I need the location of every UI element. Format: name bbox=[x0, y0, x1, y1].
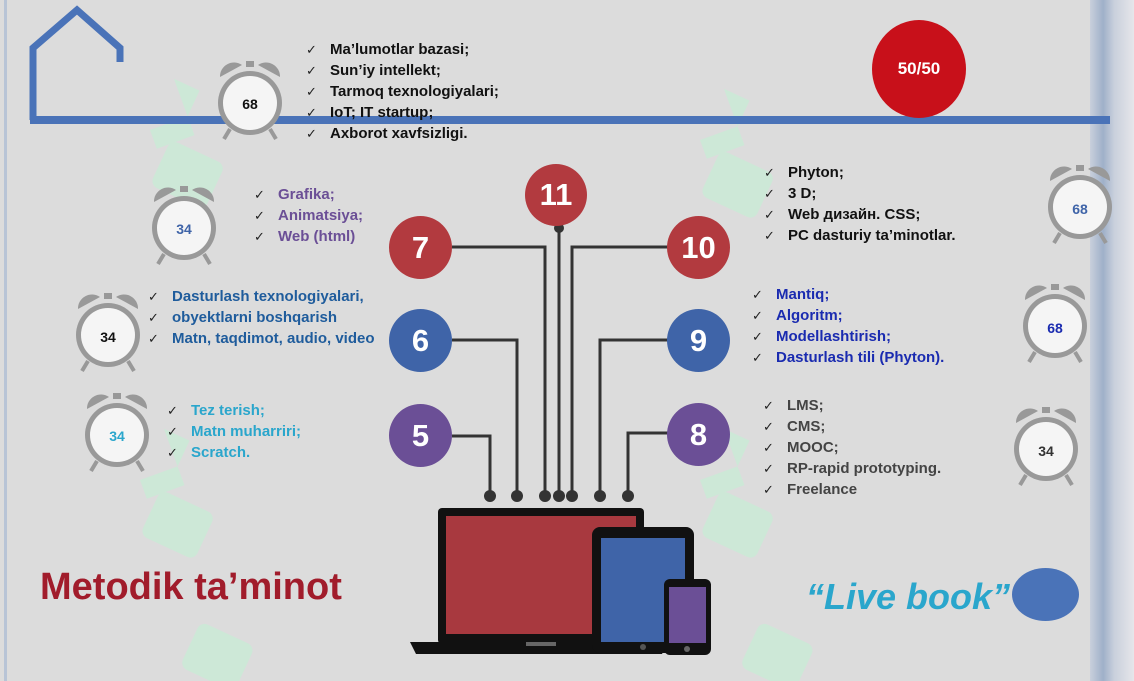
topic-list-phyton: Phyton; 3 D; Web дизайн. CSS; PC dasturi… bbox=[762, 162, 956, 246]
clock-value-6: 68 bbox=[1047, 320, 1063, 336]
list-item: Grafika; bbox=[252, 184, 363, 205]
list-item: 3 D; bbox=[762, 183, 956, 204]
node-6: 6 bbox=[389, 309, 452, 372]
list-item: CMS; bbox=[761, 416, 941, 437]
list-item: Freelance bbox=[761, 479, 941, 500]
list-item: Scratch. bbox=[165, 442, 301, 463]
node-10: 10 bbox=[667, 216, 730, 279]
clock-value-2: 34 bbox=[176, 221, 192, 237]
list-item: Animatsiya; bbox=[252, 205, 363, 226]
list-item: PC dasturiy ta’minotlar. bbox=[762, 225, 956, 246]
list-item: Web дизайн. CSS; bbox=[762, 204, 956, 225]
phone-icon bbox=[664, 579, 711, 655]
list-item: LMS; bbox=[761, 395, 941, 416]
wire-9 bbox=[598, 338, 668, 496]
list-item-continuation: obyektlarni boshqarish bbox=[146, 307, 375, 328]
wire-10 bbox=[570, 245, 668, 496]
node-5: 5 bbox=[389, 404, 452, 467]
list-item: Tez terish; bbox=[165, 400, 301, 421]
page-title: Metodik ta’minot bbox=[40, 566, 342, 608]
topic-list-dasturlash: Dasturlash texnologiyalari, obyektlarni … bbox=[146, 286, 375, 349]
clock-value-3: 34 bbox=[100, 329, 116, 345]
list-item: Algoritm; bbox=[750, 305, 944, 326]
clock-value-4: 34 bbox=[109, 428, 125, 444]
header-divider bbox=[30, 116, 1110, 124]
list-item: Phyton; bbox=[762, 162, 956, 183]
list-item: Sun’iy intellekt; bbox=[304, 60, 499, 81]
list-item: Modellashtirish; bbox=[750, 326, 944, 347]
clock-value-1: 68 bbox=[242, 96, 258, 112]
list-item: Dasturlash tili (Phyton). bbox=[750, 347, 944, 368]
house-outline-icon bbox=[29, 5, 124, 120]
wire-6 bbox=[452, 338, 519, 496]
wire-8 bbox=[626, 431, 668, 496]
live-book-dot bbox=[1012, 568, 1079, 621]
list-item: Dasturlash texnologiyalari, bbox=[146, 286, 375, 307]
list-item: Ma’lumotlar bazasi; bbox=[304, 39, 499, 60]
topic-list-grafika: Grafika; Animatsiya; Web (html) bbox=[252, 184, 363, 247]
wire-7 bbox=[452, 245, 547, 496]
score-text: 50/50 bbox=[897, 59, 941, 78]
topic-list-mantiq: Mantiq; Algoritm; Modellashtirish; Dastu… bbox=[750, 284, 944, 368]
list-item: MOOC; bbox=[761, 437, 941, 458]
node-8: 8 bbox=[667, 403, 730, 466]
list-item: Web (html) bbox=[252, 226, 363, 247]
watermark-soft-icon bbox=[700, 88, 773, 218]
left-border bbox=[4, 0, 7, 681]
list-item: Matn muharriri; bbox=[165, 421, 301, 442]
clock-value-5: 68 bbox=[1072, 201, 1088, 217]
list-item: Mantiq; bbox=[750, 284, 944, 305]
score-badge: 50/50 bbox=[872, 20, 966, 118]
watermark-soft-icon bbox=[700, 428, 773, 558]
node-9: 9 bbox=[667, 309, 730, 372]
right-border bbox=[1090, 0, 1134, 681]
list-item: RP-rapid prototyping. bbox=[761, 458, 941, 479]
wire-5 bbox=[452, 434, 492, 496]
list-item: Axborot xavfsizligi. bbox=[304, 123, 499, 144]
node-7: 7 bbox=[389, 216, 452, 279]
list-item: Matn, taqdimot, audio, video bbox=[146, 328, 375, 349]
topic-list-terish: Tez terish; Matn muharriri; Scratch. bbox=[165, 400, 301, 463]
live-book-label: “Live book” bbox=[806, 576, 1011, 617]
list-item: IoT; IT startup; bbox=[304, 102, 499, 123]
topic-list-top: Ma’lumotlar bazasi; Sun’iy intellekt; Ta… bbox=[304, 39, 499, 144]
list-item: Tarmoq texnologiyalari; bbox=[304, 81, 499, 102]
node-11: 11 bbox=[525, 164, 587, 226]
clock-value-7: 34 bbox=[1038, 443, 1054, 459]
topic-list-lms: LMS; CMS; MOOC; RP-rapid prototyping. Fr… bbox=[761, 395, 941, 500]
